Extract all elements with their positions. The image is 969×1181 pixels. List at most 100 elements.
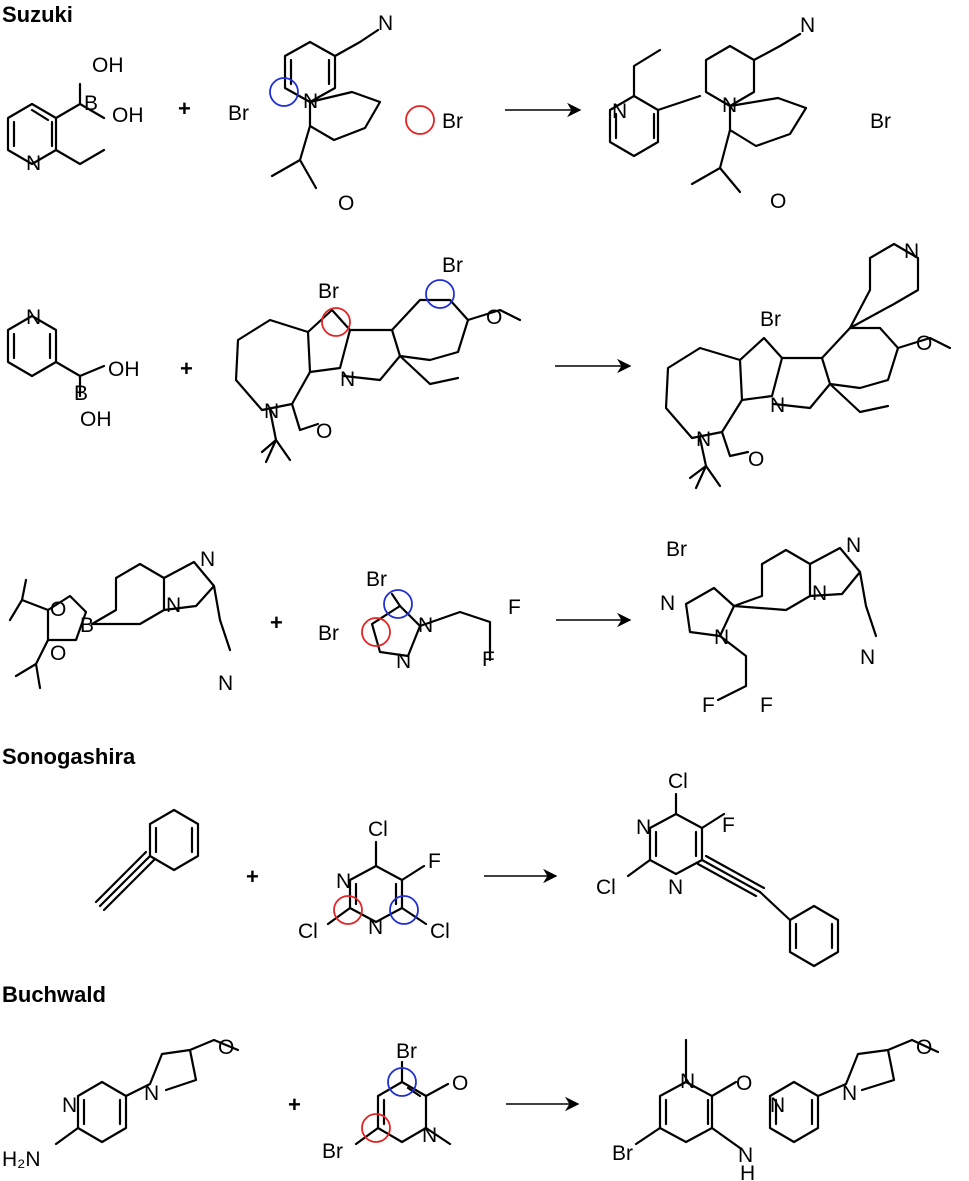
atom-br: Br [612,1142,633,1165]
atom-br: Br [318,622,339,645]
atom-b: B [84,92,98,115]
atom-o: O [218,1036,234,1059]
atom-n: N [340,368,355,391]
atom-cl: Cl [596,876,616,899]
atom-n: N [842,1082,857,1105]
atom-br: Br [442,110,463,133]
atom-n: N [680,1070,695,1093]
atom-h: H [740,1162,755,1181]
atom-o: O [770,190,786,213]
atom-cl: Cl [430,920,450,943]
atom-o: O [50,598,66,621]
atom-n: N [668,876,683,899]
atom-o: O [338,192,354,215]
atom-o: O [916,1036,932,1059]
atom-n: N [696,428,711,451]
atom-n: N [738,1144,753,1167]
plus-sign: + [246,864,259,889]
reactive-site-red [361,617,391,647]
atom-f: F [722,814,735,837]
aminopyridine-azetidine: N N O H₂N [2,1036,240,1171]
atom-n: N [860,646,875,669]
atom-n: N [218,672,233,695]
atom-n: N [368,916,383,939]
section-label-sonogashira: Sonogashira [2,744,136,769]
atom-br: Br [318,280,339,303]
atom-n: N [26,152,41,175]
atom-n: N [904,240,919,263]
atom-n: N [144,1082,159,1105]
reactive-site-blue [425,279,455,309]
atom-h2n: H₂N [2,1148,40,1171]
atom-n: N [612,100,627,123]
phenylacetylene [94,808,200,912]
atom-o: O [736,1072,752,1095]
plus-sign: + [180,356,193,381]
atom-br: Br [442,254,463,277]
reactive-site-red [333,895,363,925]
dibromo-pyridone: Br O N Br [322,1040,468,1163]
atom-n: N [26,306,41,329]
reactive-site-blue [383,589,413,619]
atom-o: O [50,642,66,665]
atom-f: F [482,648,495,671]
dibromo-triazole-substrate: Br Br N N F F [318,568,521,673]
atom-oh: OH [80,408,112,431]
dibromide-tetracyclic-substrate: Br Br N N O O [234,254,522,464]
atom-n: N [200,548,215,571]
reactive-site-red [361,1113,391,1143]
atom-n: N [62,1094,77,1117]
atom-o: O [748,448,764,471]
reactive-site-blue [269,77,299,107]
atom-n: N [722,94,737,117]
atom-f: F [508,596,521,619]
dibromide-pyrrole-substrate: N Br Br O N [228,12,463,215]
plus-sign: + [288,1092,301,1117]
atom-br: Br [870,110,891,133]
atom-n: N [660,592,675,615]
atom-n: N [418,614,433,637]
atom-o: O [316,420,332,443]
reactive-site-blue [387,1067,417,1097]
atom-oh: OH [108,358,140,381]
atom-br: Br [366,568,387,591]
atom-n: N [396,650,411,673]
boronic-acid-ethylpyridine: N B OH OH [6,54,144,175]
section-label-suzuki: Suzuki [2,2,73,27]
atom-cl: Cl [668,770,688,793]
atom-br: Br [396,1040,417,1063]
atom-o: O [452,1072,468,1095]
plus-sign: + [178,96,191,121]
plus-sign: + [270,610,283,635]
atom-n: N [770,394,785,417]
atom-oh: OH [92,54,124,77]
atom-cl: Cl [368,818,388,841]
boronate-ester-imidazopyridine: O O B N N N [8,548,233,695]
atom-o: O [486,306,502,329]
atom-n: N [812,582,827,605]
suzuki-reaction-2: N B OH OH + Br Br N N O O [6,240,952,490]
atom-b: B [74,382,88,405]
atom-n: N [770,1094,785,1117]
atom-n: N [846,534,861,557]
trichloro-fluoro-pyrimidine: Cl F N N Cl Cl [298,818,450,943]
atom-oh: OH [112,104,144,127]
atom-br: Br [322,1140,343,1163]
boronic-acid-pyridine: N B OH OH [6,306,140,431]
buchwald-reaction: N N O H₂N + Br O N Br N O Br [2,1036,940,1181]
buchwald-product: N O Br N H N N O [612,1036,940,1181]
atom-f: F [428,850,441,873]
atom-n: N [336,870,351,893]
sonogashira-reaction: + Cl F N N Cl Cl Cl F N N Cl [94,770,840,968]
atom-cl: Cl [298,920,318,943]
atom-n: N [303,90,318,113]
atom-b: B [80,614,94,637]
atom-n: N [636,816,651,839]
suzuki-reaction-1: N B OH OH + N Br Br O N N [6,12,891,215]
sonogashira-product: Cl F N N Cl [596,770,840,968]
atom-n: N [378,12,393,35]
atom-f: F [760,694,773,717]
atom-br: Br [666,538,687,561]
atom-n: N [422,1124,437,1147]
